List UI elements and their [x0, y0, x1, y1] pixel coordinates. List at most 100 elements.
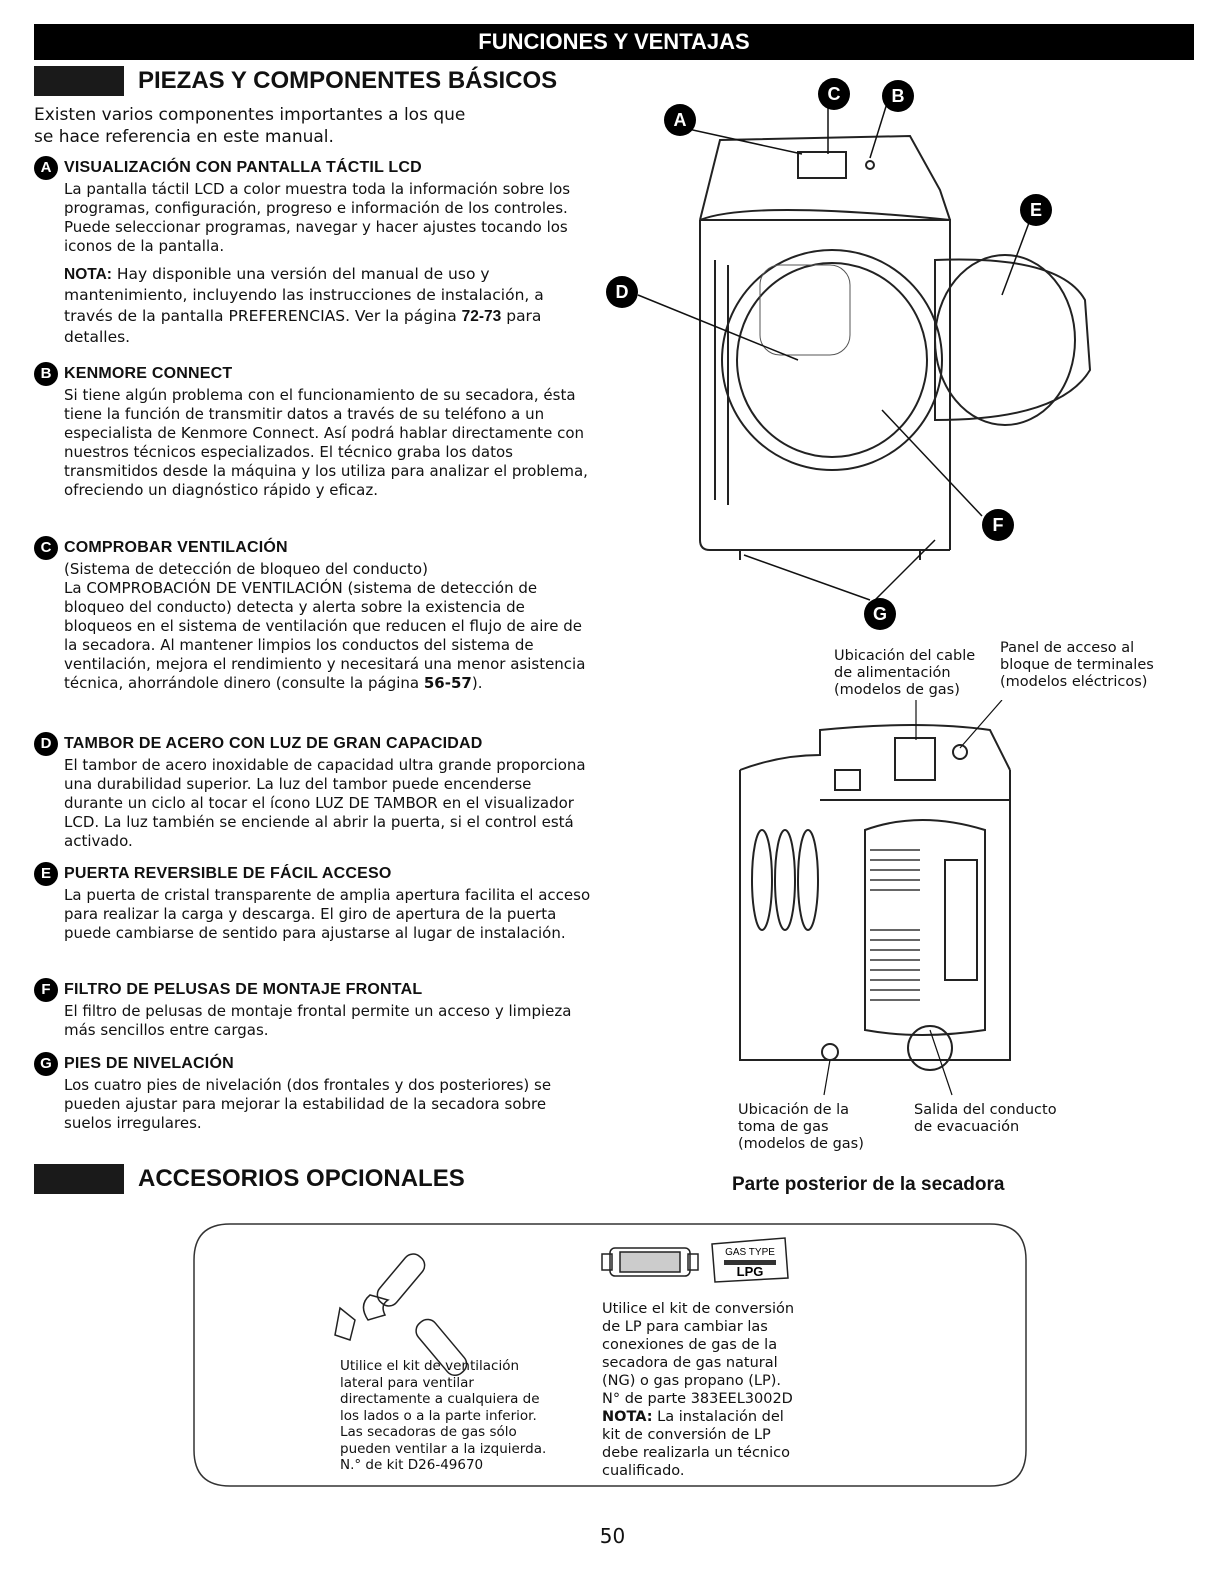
caption-exhaust: Salida del conducto de evacuación	[914, 1102, 1057, 1136]
exhaust-outlet	[907, 1025, 953, 1071]
item-leveling-feet: G PIES DE NIVELACIÓN Los cuatro pies de …	[34, 1052, 594, 1133]
section-heading-basic-parts: PIEZAS Y COMPONENTES BÁSICOS	[34, 66, 557, 96]
note-page-ref: 72-73	[461, 308, 502, 325]
intro-line-1: Existen varios componentes importantes a…	[34, 105, 466, 125]
gas-inlet	[821, 1043, 839, 1061]
item-title: FILTRO DE PELUSAS DE MONTAJE FRONTAL	[64, 981, 423, 998]
item-body: Los cuatro pies de nivelación (dos front…	[64, 1076, 552, 1132]
heading-bar	[34, 66, 124, 96]
item-body: La COMPROBACIÓN DE VENTILACIÓN (sistema …	[64, 579, 594, 693]
item-subtitle: (Sistema de detección de bloqueo del con…	[64, 560, 428, 578]
accessories-box: GAS TYPE LPG	[193, 1223, 1027, 1487]
tag-lpg: LPG	[737, 1264, 764, 1279]
back-panel	[864, 819, 986, 1036]
drum-baffle	[759, 264, 851, 356]
power-cord-housing	[894, 737, 936, 781]
section-title: PIEZAS Y COMPONENTES BÁSICOS	[138, 67, 558, 94]
callout-f: F	[993, 515, 1004, 535]
item-body: El filtro de pelusas de montaje frontal …	[64, 1002, 572, 1039]
note-label: NOTA:	[602, 1409, 653, 1425]
vent-kit-text: Utilice el kit de ventilación lateral pa…	[340, 1358, 546, 1474]
lp-kit-illustration	[601, 1247, 699, 1277]
callout-c: C	[828, 84, 841, 104]
item-title: PUERTA REVERSIBLE DE FÁCIL ACCESO	[64, 865, 392, 882]
callout-e: E	[1030, 200, 1042, 220]
text-line: kit de conversión de LP	[602, 1427, 771, 1443]
item-title: KENMORE CONNECT	[64, 365, 233, 382]
body-page-ref: 56-57	[423, 674, 472, 692]
text-line: lateral para ventilar	[340, 1374, 474, 1391]
letter-badge: E	[34, 862, 58, 886]
intro-line-2: se hace referencia en este manual.	[34, 127, 334, 147]
section-title: ACCESORIOS OPCIONALES	[138, 1165, 465, 1192]
caption-line: (modelos de gas)	[834, 682, 960, 698]
text-line: pueden ventilar a la izquierda.	[340, 1440, 547, 1457]
section-heading-accessories: ACCESORIOS OPCIONALES	[34, 1164, 465, 1194]
dryer-front-diagram: A B C D E F G	[606, 78, 1092, 630]
gas-type-tag: GAS TYPE LPG	[711, 1237, 789, 1283]
lcd-screen-shape	[797, 151, 847, 179]
text-line: directamente a cualquiera de	[340, 1391, 540, 1407]
vent-kit-illustration	[334, 1253, 468, 1377]
intro-paragraph: Existen varios componentes importantes a…	[34, 104, 574, 148]
callout-a: A	[674, 110, 687, 130]
item-title: VISUALIZACIÓN CON PANTALLA TÁCTIL LCD	[64, 159, 422, 176]
callout-b: B	[892, 86, 905, 106]
heading-bar	[34, 1164, 124, 1194]
caption-line: (modelos eléctricos)	[1000, 674, 1148, 690]
letter-badge: F	[34, 978, 58, 1002]
back-console	[739, 724, 1011, 771]
letter-badge: D	[34, 732, 58, 756]
letter-badge: A	[34, 156, 58, 180]
page-number: 50	[599, 1524, 626, 1548]
letter-badge: C	[34, 536, 58, 560]
caption-terminal-panel: Panel de acceso al bloque de terminales …	[1000, 640, 1154, 691]
body-text: La COMPROBACIÓN DE VENTILACIÓN (sistema …	[64, 579, 586, 692]
drum-opening	[721, 249, 943, 471]
note-text-end: para detalles.	[64, 307, 542, 346]
item-lcd-display: A VISUALIZACIÓN CON PANTALLA TÁCTIL LCD …	[34, 156, 594, 348]
item-title: COMPROBAR VENTILACIÓN	[64, 539, 288, 556]
text-line: cualificado.	[602, 1463, 685, 1479]
item-body: La puerta de cristal transparente de amp…	[64, 886, 591, 942]
item-steel-drum: D TAMBOR DE ACERO CON LUZ DE GRAN CAPACI…	[34, 732, 594, 851]
letter-badge: G	[34, 1052, 58, 1076]
item-kenmore-connect: B KENMORE CONNECT Si tiene algún problem…	[34, 362, 594, 500]
item-note: NOTA: Hay disponible una versión del man…	[64, 264, 594, 348]
note-label: NOTA:	[64, 266, 112, 283]
text-line: N.° de kit D26-49670	[340, 1457, 484, 1473]
callout-g: G	[873, 604, 887, 624]
text-line: La instalación del	[652, 1409, 784, 1425]
text-line: secadora de gas natural	[602, 1355, 778, 1371]
item-reversible-door: E PUERTA REVERSIBLE DE FÁCIL ACCESO La p…	[34, 862, 594, 943]
caption-line: Panel de acceso al	[1000, 640, 1135, 656]
body-text-end: ).	[471, 674, 483, 692]
callout-lines	[637, 99, 1031, 601]
caption-line: Ubicación de la	[738, 1102, 850, 1118]
text-line: debe realizarla un técnico	[602, 1445, 790, 1461]
text-line: (NG) o gas propano (LP).	[602, 1373, 781, 1389]
text-line: N° de parte 383EEL3002D	[602, 1391, 793, 1407]
caption-line: toma de gas	[738, 1119, 829, 1135]
item-title: PIES DE NIVELACIÓN	[64, 1055, 234, 1072]
caption-line: Ubicación del cable	[834, 648, 976, 664]
item-vent-check: C COMPROBAR VENTILACIÓN (Sistema de dete…	[34, 536, 594, 693]
note-text: Hay disponible una versión del manual de…	[64, 265, 544, 325]
open-door	[934, 258, 1092, 422]
text-line: Utilice el kit de ventilación	[340, 1358, 520, 1374]
caption-line: (modelos de gas)	[738, 1136, 864, 1152]
cabinet-outline	[699, 220, 950, 551]
caption-gas-inlet: Ubicación de la toma de gas (modelos de …	[738, 1102, 864, 1153]
lp-kit-text: Utilice el kit de conversión de LP para …	[602, 1300, 794, 1480]
item-body: La pantalla táctil LCD a color muestra t…	[64, 180, 571, 255]
item-lint-filter: F FILTRO DE PELUSAS DE MONTAJE FRONTAL E…	[34, 978, 594, 1040]
caption-power-cord: Ubicación del cable de alimentación (mod…	[834, 648, 975, 699]
text-line: los lados o a la parte inferior.	[340, 1407, 537, 1424]
text-line: de LP para cambiar las	[602, 1319, 768, 1335]
section-banner: FUNCIONES Y VENTAJAS	[34, 24, 1194, 60]
item-body: Si tiene algún problema con el funcionam…	[64, 386, 588, 499]
letter-badge: B	[34, 362, 58, 386]
control-console	[699, 134, 951, 221]
caption-line: de evacuación	[914, 1119, 1020, 1135]
item-body: El tambor de acero inoxidable de capacid…	[64, 756, 586, 850]
